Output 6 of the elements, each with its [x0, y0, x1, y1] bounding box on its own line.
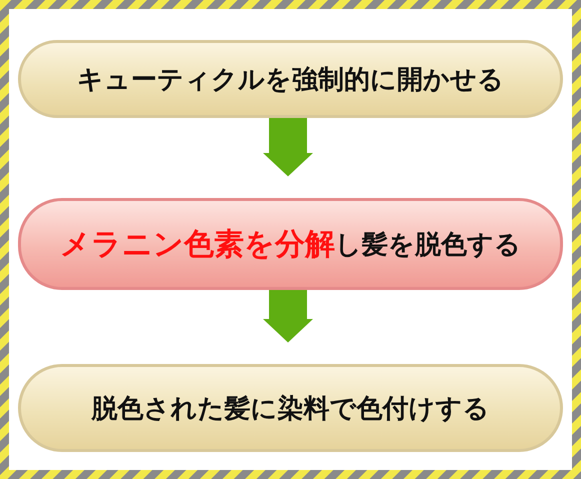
- step-text: 脱色された髪に染料で色付けする: [92, 392, 490, 426]
- step-text: し髪を脱色する: [335, 228, 521, 262]
- highlighted-text: メラニン色素を分解: [60, 226, 335, 264]
- step-text: キューティクルを強制的に開かせる: [77, 64, 504, 96]
- down-arrow: [263, 290, 313, 342]
- down-arrow: [263, 118, 313, 176]
